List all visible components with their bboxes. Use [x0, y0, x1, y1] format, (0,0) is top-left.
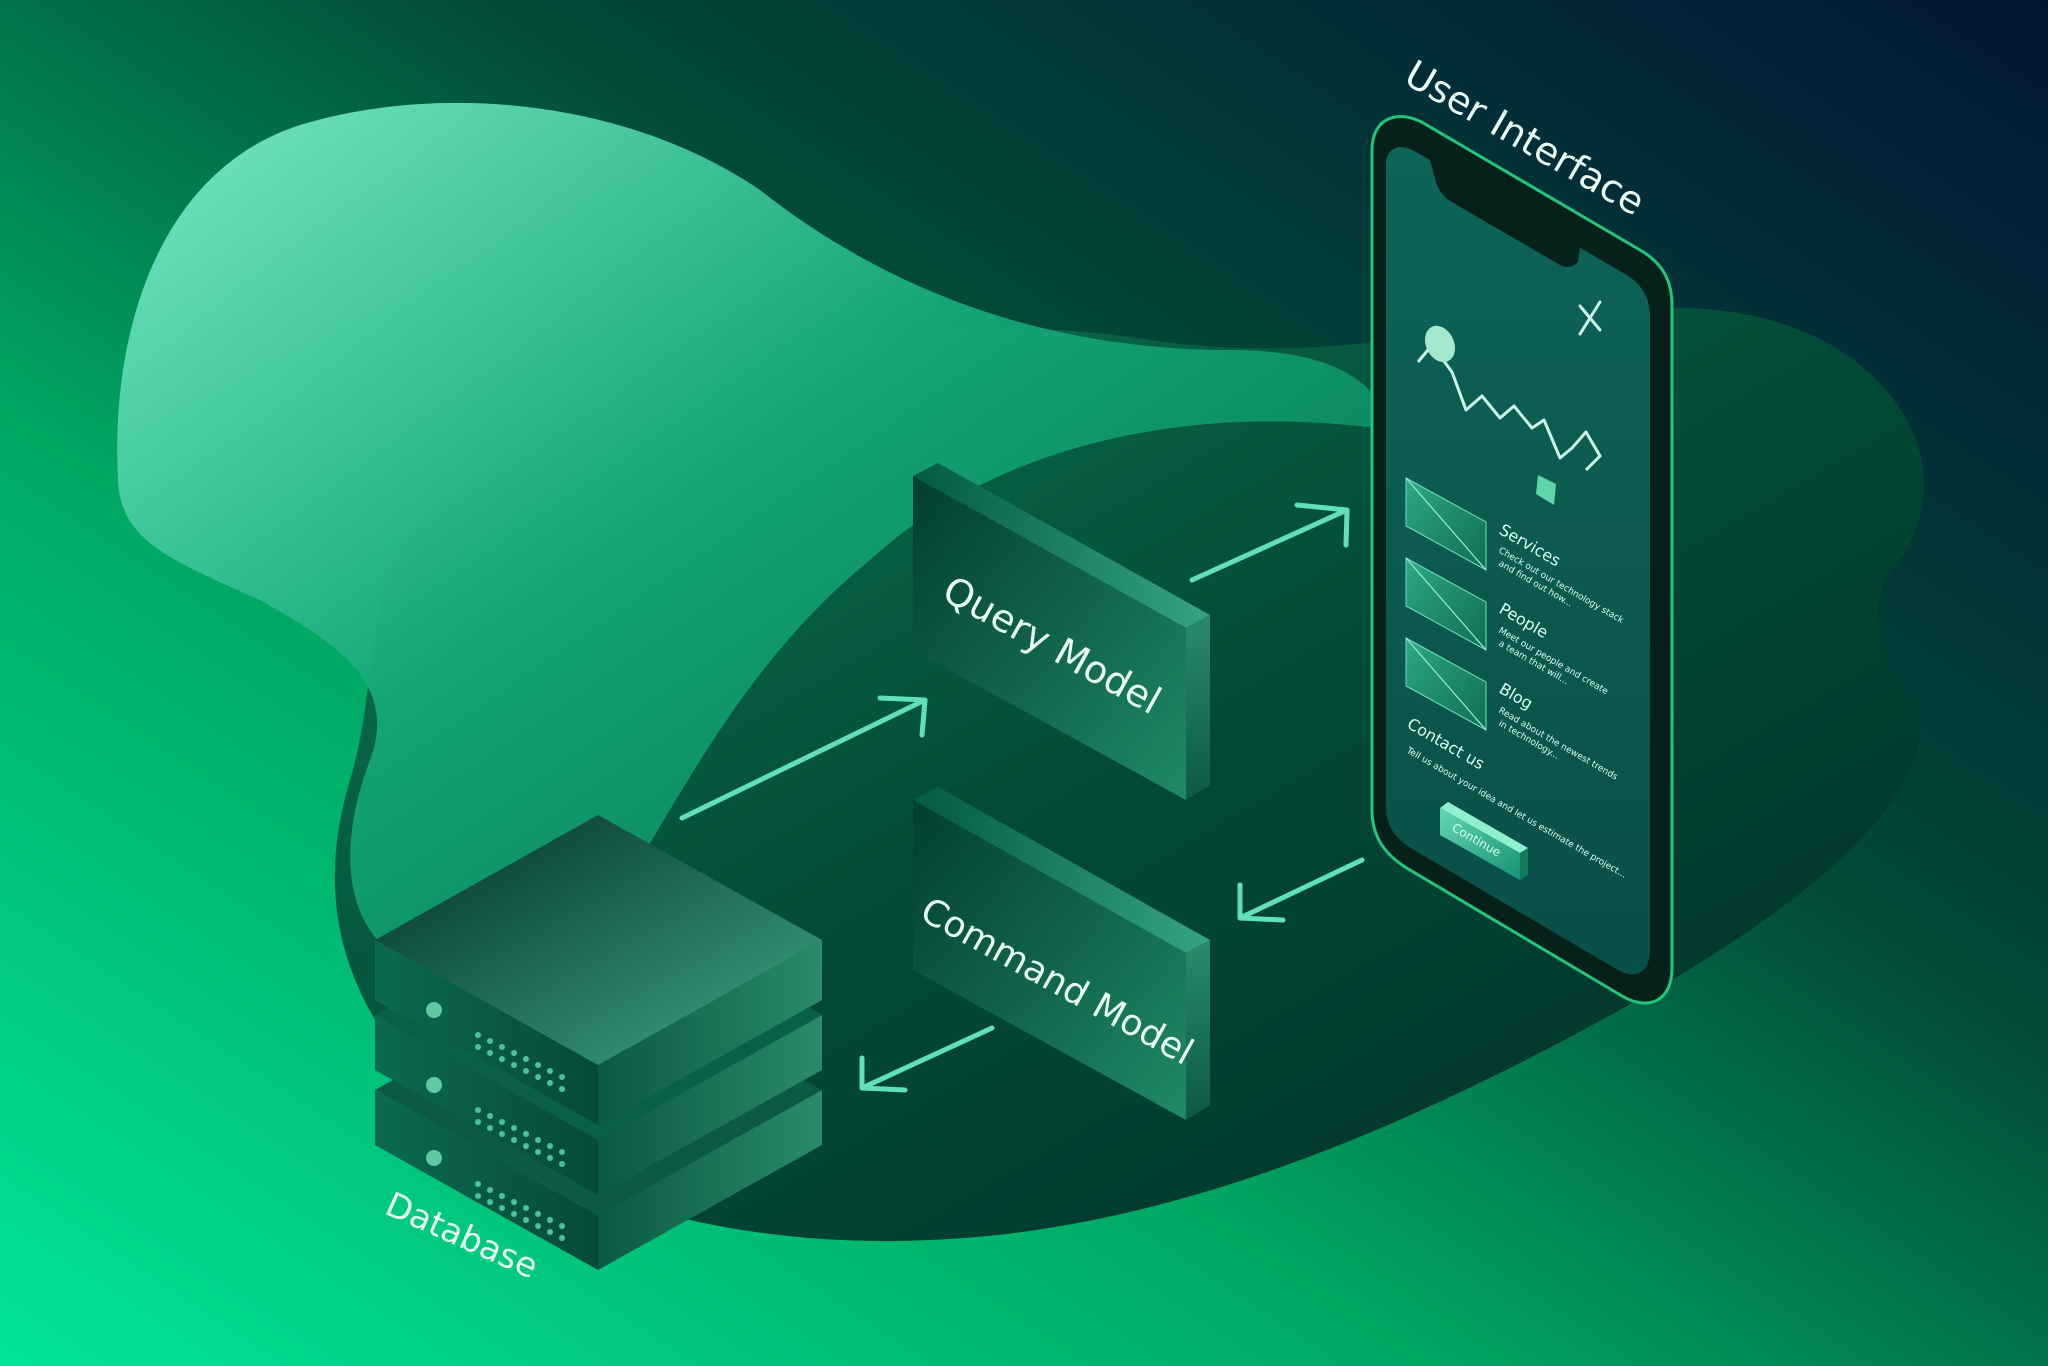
query-model-side: [1186, 615, 1210, 800]
chart-end-marker: [1536, 475, 1556, 505]
server-indicators: [426, 1002, 442, 1166]
user-interface-node: User Interface Services Check out our te…: [1370, 52, 1674, 1005]
chart-start-marker: [1424, 325, 1456, 363]
server-vents: [475, 1032, 565, 1241]
line-chart-icon: [1416, 325, 1602, 505]
command-model-top: [913, 787, 1210, 953]
command-model-front: [913, 800, 1186, 1120]
query-model-top: [913, 463, 1210, 628]
phone-notch: [1430, 160, 1580, 267]
server-top-face: [375, 815, 822, 1065]
server-layer-1: [375, 815, 822, 1125]
background-blob-light: [117, 102, 1391, 984]
arrow-ui-to-command-model: [1237, 857, 1365, 923]
arrow-command-model-to-database: [859, 1025, 995, 1093]
command-model-side: [1186, 940, 1210, 1120]
arrow-query-model-to-ui: [1189, 502, 1350, 583]
close-icon[interactable]: [1578, 300, 1602, 336]
arrow-database-to-query-model: [679, 695, 928, 821]
query-model-front: [913, 476, 1186, 800]
